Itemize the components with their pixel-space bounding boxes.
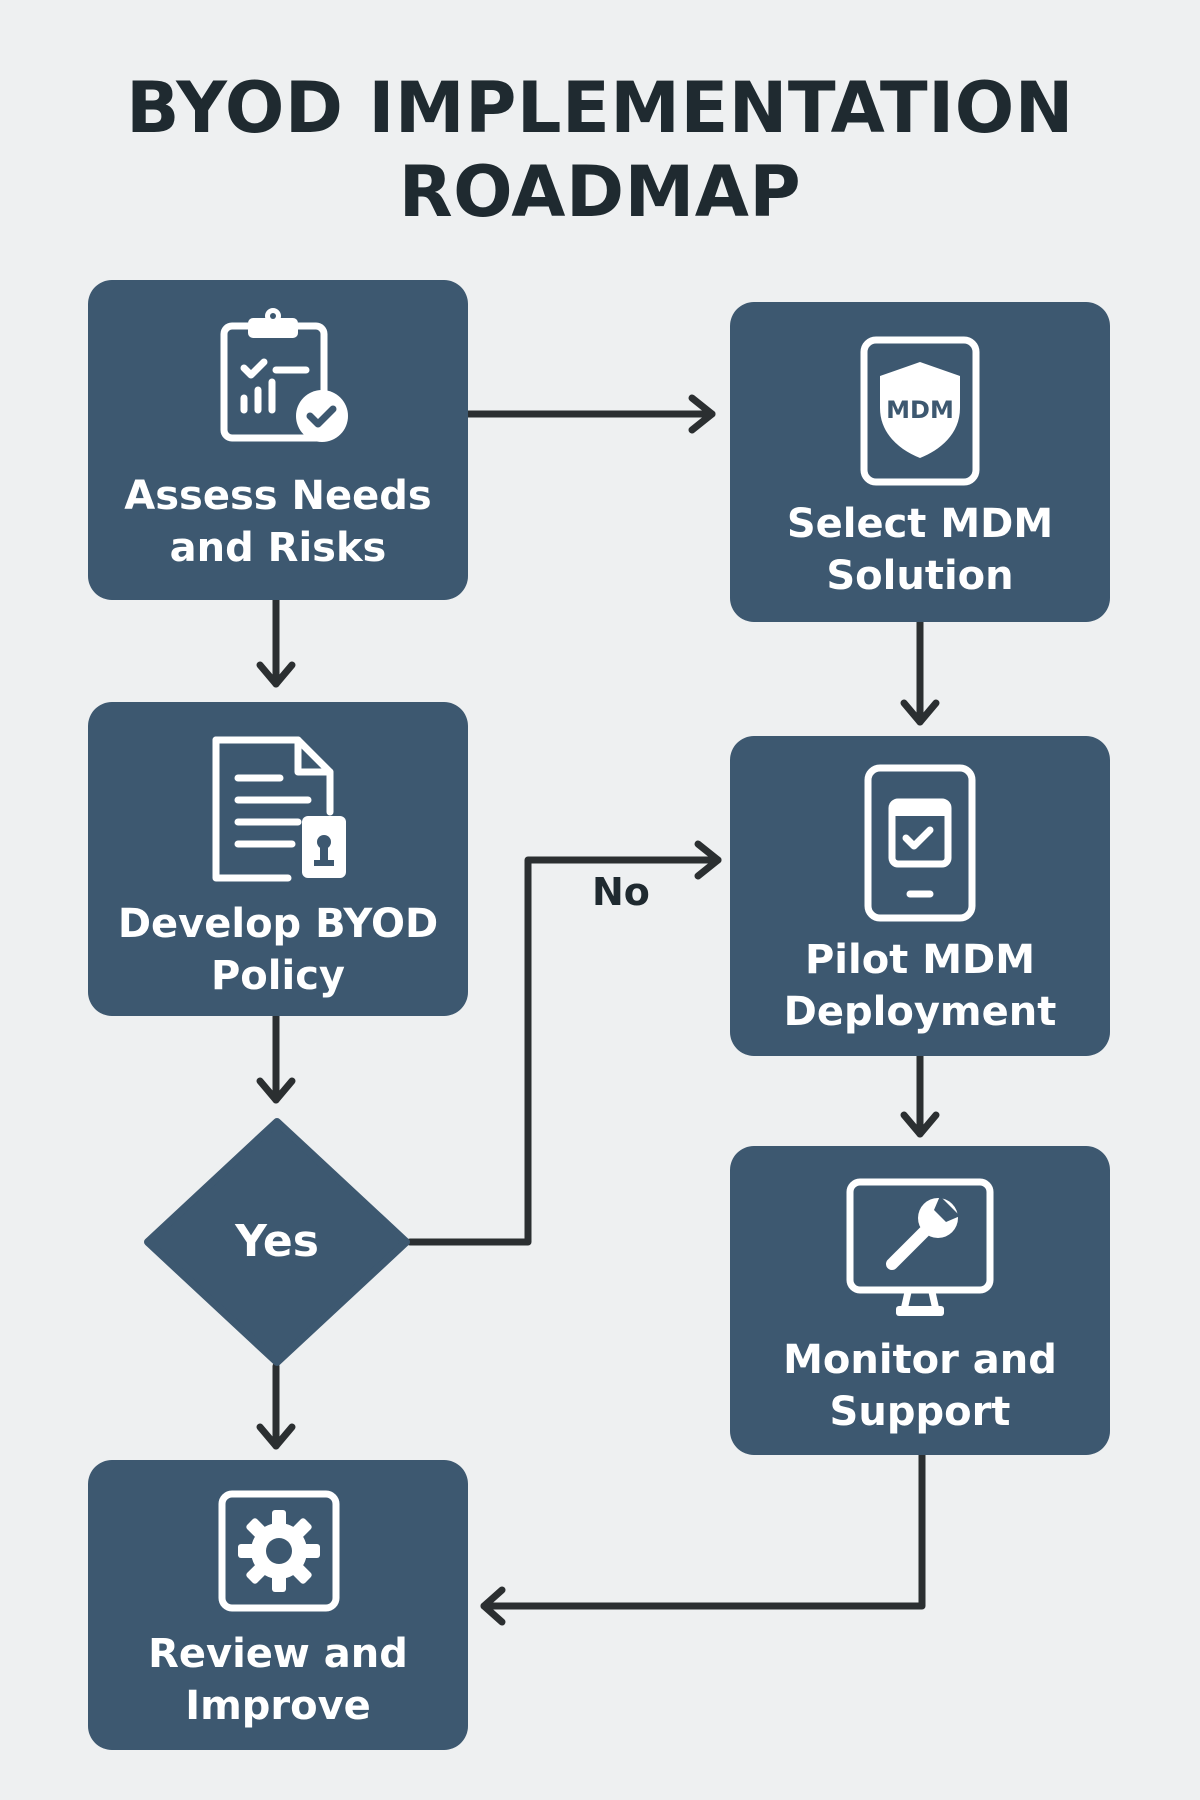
step-label-line-1: Develop BYOD: [117, 901, 439, 947]
step-label-line-2: Improve: [185, 1683, 371, 1729]
step-label-line-2: Deployment: [783, 989, 1057, 1035]
step-label: Review and Improve: [88, 1628, 468, 1732]
title-line-1: BYOD IMPLEMENTATION: [126, 67, 1074, 149]
step-assess-needs: Assess Needs and Risks: [88, 280, 468, 600]
decision-diamond: [144, 1118, 410, 1366]
page-title: BYOD IMPLEMENTATION ROADMAP: [0, 66, 1200, 234]
connector-decision-to-pilot: [406, 856, 722, 1246]
step-label-line-1: Review and: [148, 1631, 408, 1677]
step-label: Assess Needs and Risks: [88, 470, 468, 574]
arrowhead-develop: [256, 661, 296, 688]
arrowhead-monitor: [900, 1111, 940, 1138]
step-label-line-2: Solution: [826, 553, 1014, 599]
step-label-line-1: Pilot MDM: [804, 937, 1036, 983]
step-label-line-2: and Risks: [169, 525, 387, 571]
step-label: Develop BYOD Policy: [88, 898, 468, 1002]
arrowhead-review: [256, 1423, 296, 1450]
mdm-shield-tablet-icon: MDM: [860, 336, 980, 486]
arrowhead-select: [688, 394, 716, 434]
arrowhead-review-from-monitor: [480, 1586, 506, 1626]
step-label-line-1: Assess Needs: [124, 473, 432, 519]
step-select-mdm: MDM Select MDM Solution: [730, 302, 1110, 622]
clipboard-checklist-icon: [220, 308, 348, 442]
step-label-line-1: Select MDM: [786, 501, 1054, 547]
step-develop-policy: Develop BYOD Policy: [88, 702, 468, 1016]
step-label: Monitor and Support: [730, 1334, 1110, 1438]
phone-checklist-icon: [864, 764, 976, 922]
mdm-icon-text: MDM: [886, 396, 954, 424]
arrowhead-pilot-no: [694, 840, 722, 880]
step-label-line-2: Support: [829, 1389, 1011, 1435]
step-label: Pilot MDM Deployment: [730, 934, 1110, 1038]
gear-icon: [218, 1490, 340, 1612]
title-line-2: ROADMAP: [398, 151, 802, 233]
decision-no-label: No: [592, 870, 650, 914]
arrowhead-pilot: [900, 699, 940, 726]
step-pilot-mdm: Pilot MDM Deployment: [730, 736, 1110, 1056]
policy-document-lock-icon: [212, 736, 346, 882]
arrowhead-decision: [256, 1077, 296, 1104]
step-review-improve: Review and Improve: [88, 1460, 468, 1750]
connector-monitor-to-review: [480, 1451, 926, 1610]
step-label: Select MDM Solution: [730, 498, 1110, 602]
step-label-line-1: Monitor and: [783, 1337, 1057, 1383]
step-monitor-support: Monitor and Support: [730, 1146, 1110, 1455]
step-label-line-2: Policy: [210, 953, 345, 999]
decision-label: Yes: [235, 1216, 319, 1267]
monitor-wrench-icon: [846, 1178, 994, 1316]
